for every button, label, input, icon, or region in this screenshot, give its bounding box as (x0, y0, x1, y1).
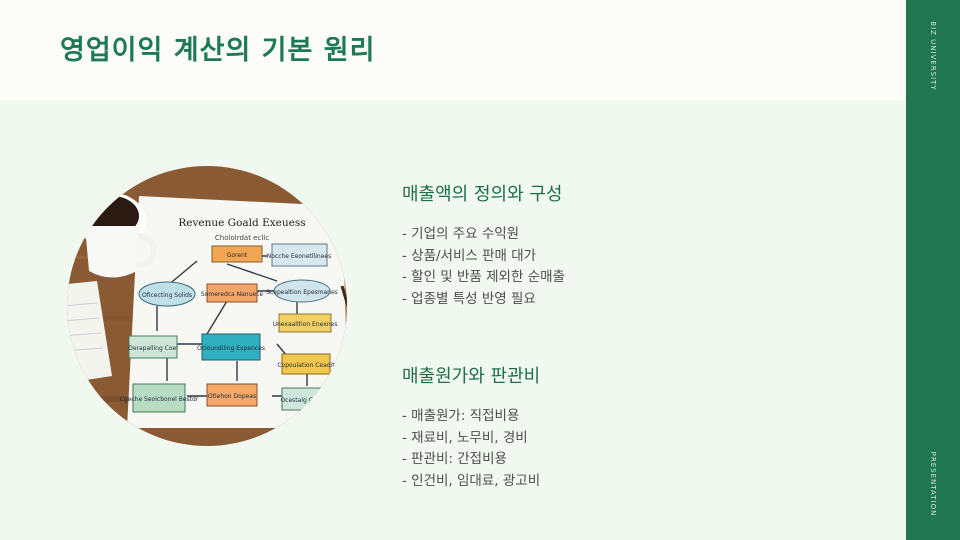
diagram-box: Cgeche Seolcbonel Bestdr (120, 396, 199, 403)
diagram-box: Copoulation Ceadit (277, 362, 335, 369)
bullet-item: - 상품/서비스 판매 대가 (402, 247, 537, 264)
bullet-item: - 기업의 주요 수익원 (402, 226, 520, 242)
bullet-item: - 할인 및 반품 제외한 순매출 (402, 269, 565, 285)
diagram-box: Oficecting Solids (142, 292, 192, 299)
slide-title: 영업이익 계산의 기본 원리 (60, 35, 376, 66)
bullet-item: - 재료비, 노무비, 경비 (402, 429, 528, 446)
diagram-box: Otlehon Dopeas (208, 393, 256, 400)
diagram-subtitle: Chololrdat ecllc (215, 234, 269, 242)
bullet-item: - 매출원가: 직접비용 (402, 408, 520, 424)
diagram-box: Someredca Nanuece (201, 291, 263, 298)
side-label-bottom: PRESENTATION (929, 451, 937, 517)
diagram-box: Oerapalling Coel (128, 345, 178, 352)
diagram-box: Gorent (227, 252, 248, 259)
bullet-item: - 업종별 특성 반영 필요 (402, 290, 536, 307)
bullet-item: - 판관비: 간접비용 (402, 451, 507, 467)
header-band: 영업이익 계산의 기본 원리 (0, 0, 906, 100)
side-bar (906, 0, 960, 540)
bullet-item: - 인건비, 임대료, 광고비 (402, 472, 541, 489)
diagram-box: Ocestalg Cournec (280, 397, 333, 404)
section-heading: 매출원가와 판관비 (402, 366, 541, 387)
diagram-box: Scepealtion Epesmanes (266, 289, 338, 296)
section-cost: 매출원가와 판관비 - 매출원가: 직접비용 - 재료비, 노무비, 경비 - … (402, 362, 862, 492)
desk-photo: Revenue Goald Exeuess Chololrdat ecllc G… (67, 166, 347, 446)
diagram-title: Revenue Goald Exeuess (178, 217, 305, 229)
side-label-top: BIZ UNIVERSITY (929, 21, 937, 91)
section-heading: 매출액의 정의와 구성 (402, 184, 563, 205)
diagram-box: Ocloundiling Expences (197, 345, 265, 352)
section-revenue: 매출액의 정의와 구성 - 기업의 주요 수익원 - 상품/서비스 판매 대가 … (402, 180, 862, 310)
diagram-box: Unexaalltion Enexnes (273, 321, 338, 328)
diagram-box: Nocche Eeonetllinees (267, 253, 331, 260)
